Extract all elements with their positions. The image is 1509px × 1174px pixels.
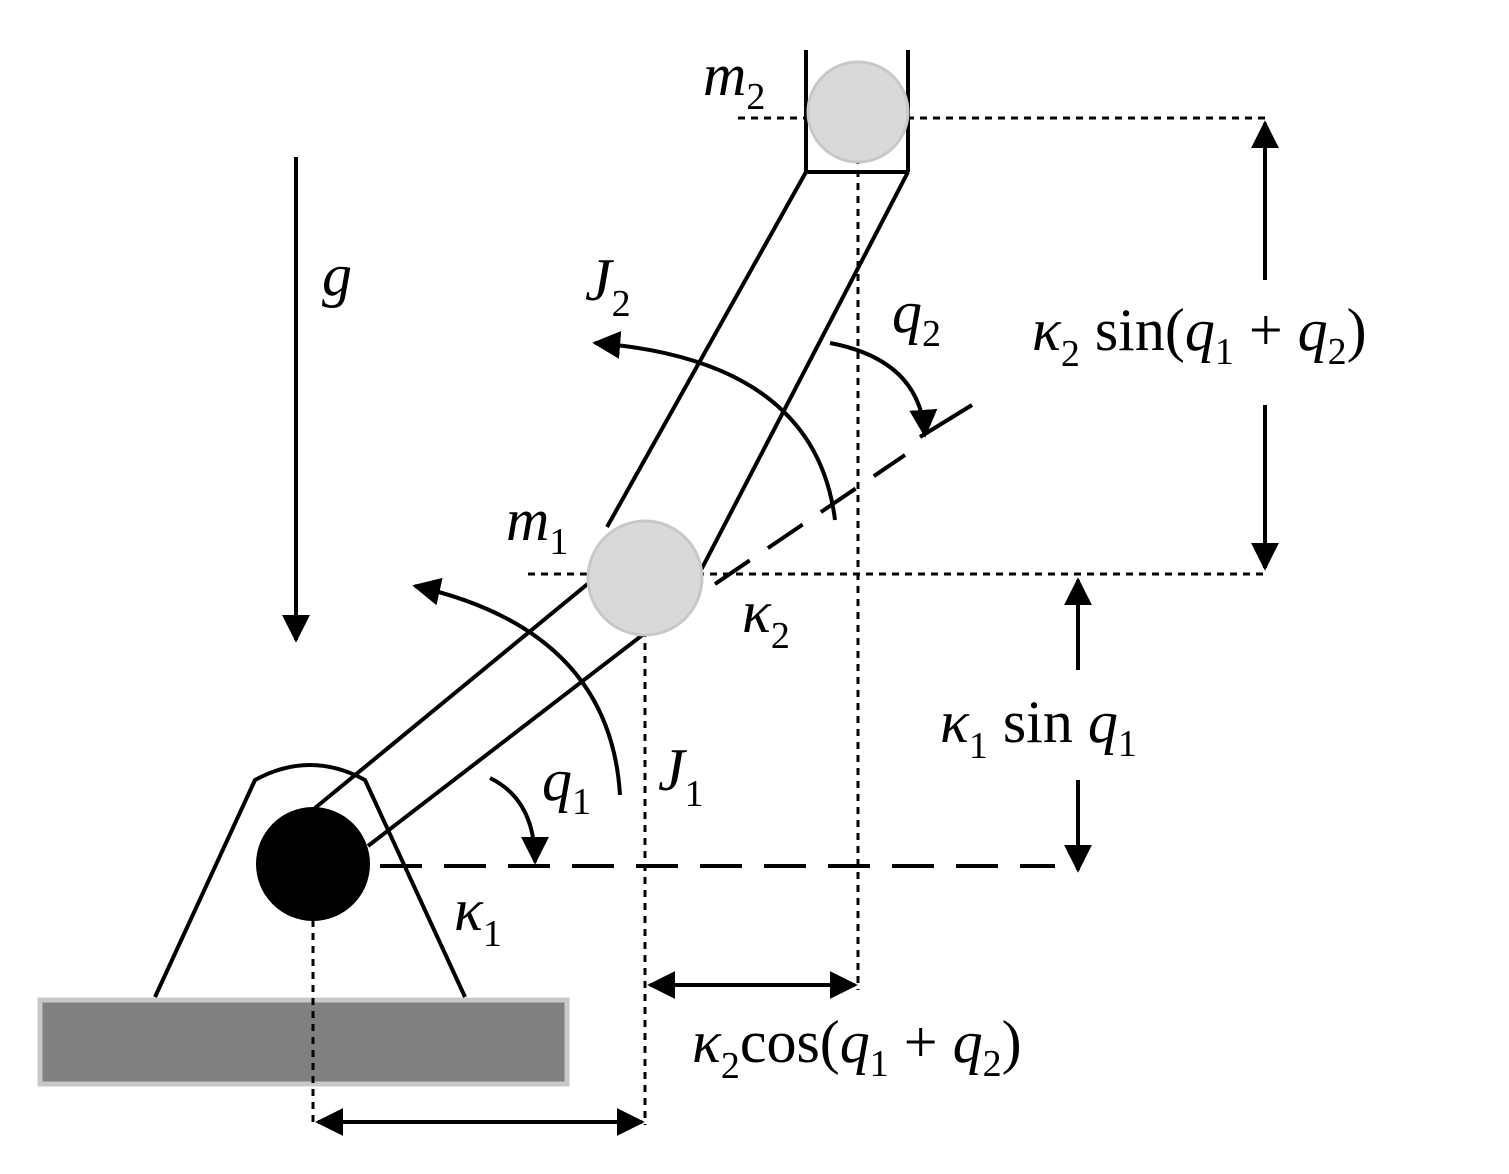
j2-rotation-arrow xyxy=(592,330,837,521)
link2-edge-left xyxy=(605,171,808,528)
q2-angle-arrow xyxy=(829,341,938,438)
ground-block xyxy=(37,997,570,1087)
link1-extension-tick xyxy=(918,403,974,439)
label-J2: J2 xyxy=(585,247,631,325)
q1-angle-arrow xyxy=(489,776,549,865)
link2-edge-right xyxy=(698,171,910,573)
label-m2: m2 xyxy=(703,42,765,118)
label-kappa2: κ2 xyxy=(742,579,790,657)
link1-edge-upper xyxy=(313,580,592,810)
label-J1: J1 xyxy=(658,737,704,815)
j1-rotation-arrow xyxy=(412,577,622,796)
label-q1: q1 xyxy=(542,747,591,823)
base-joint xyxy=(256,807,370,921)
base-support xyxy=(153,763,467,998)
mass-m2 xyxy=(806,60,910,164)
link1-extension-dashed xyxy=(660,453,907,622)
label-k1-sin: κ1 sin q1 xyxy=(940,689,1137,767)
label-kappa1: κ1 xyxy=(454,877,502,955)
label-g: g xyxy=(322,242,352,308)
label-m1: m1 xyxy=(506,487,568,563)
label-k2-cos: κ2cos(q1 + q2) xyxy=(692,1009,1022,1087)
label-q2: q2 xyxy=(892,279,941,355)
mass-m1 xyxy=(586,519,704,637)
label-k2-sin: κ2 sin(q1 + q2) xyxy=(1032,297,1367,375)
link1-edge-lower xyxy=(366,618,664,848)
